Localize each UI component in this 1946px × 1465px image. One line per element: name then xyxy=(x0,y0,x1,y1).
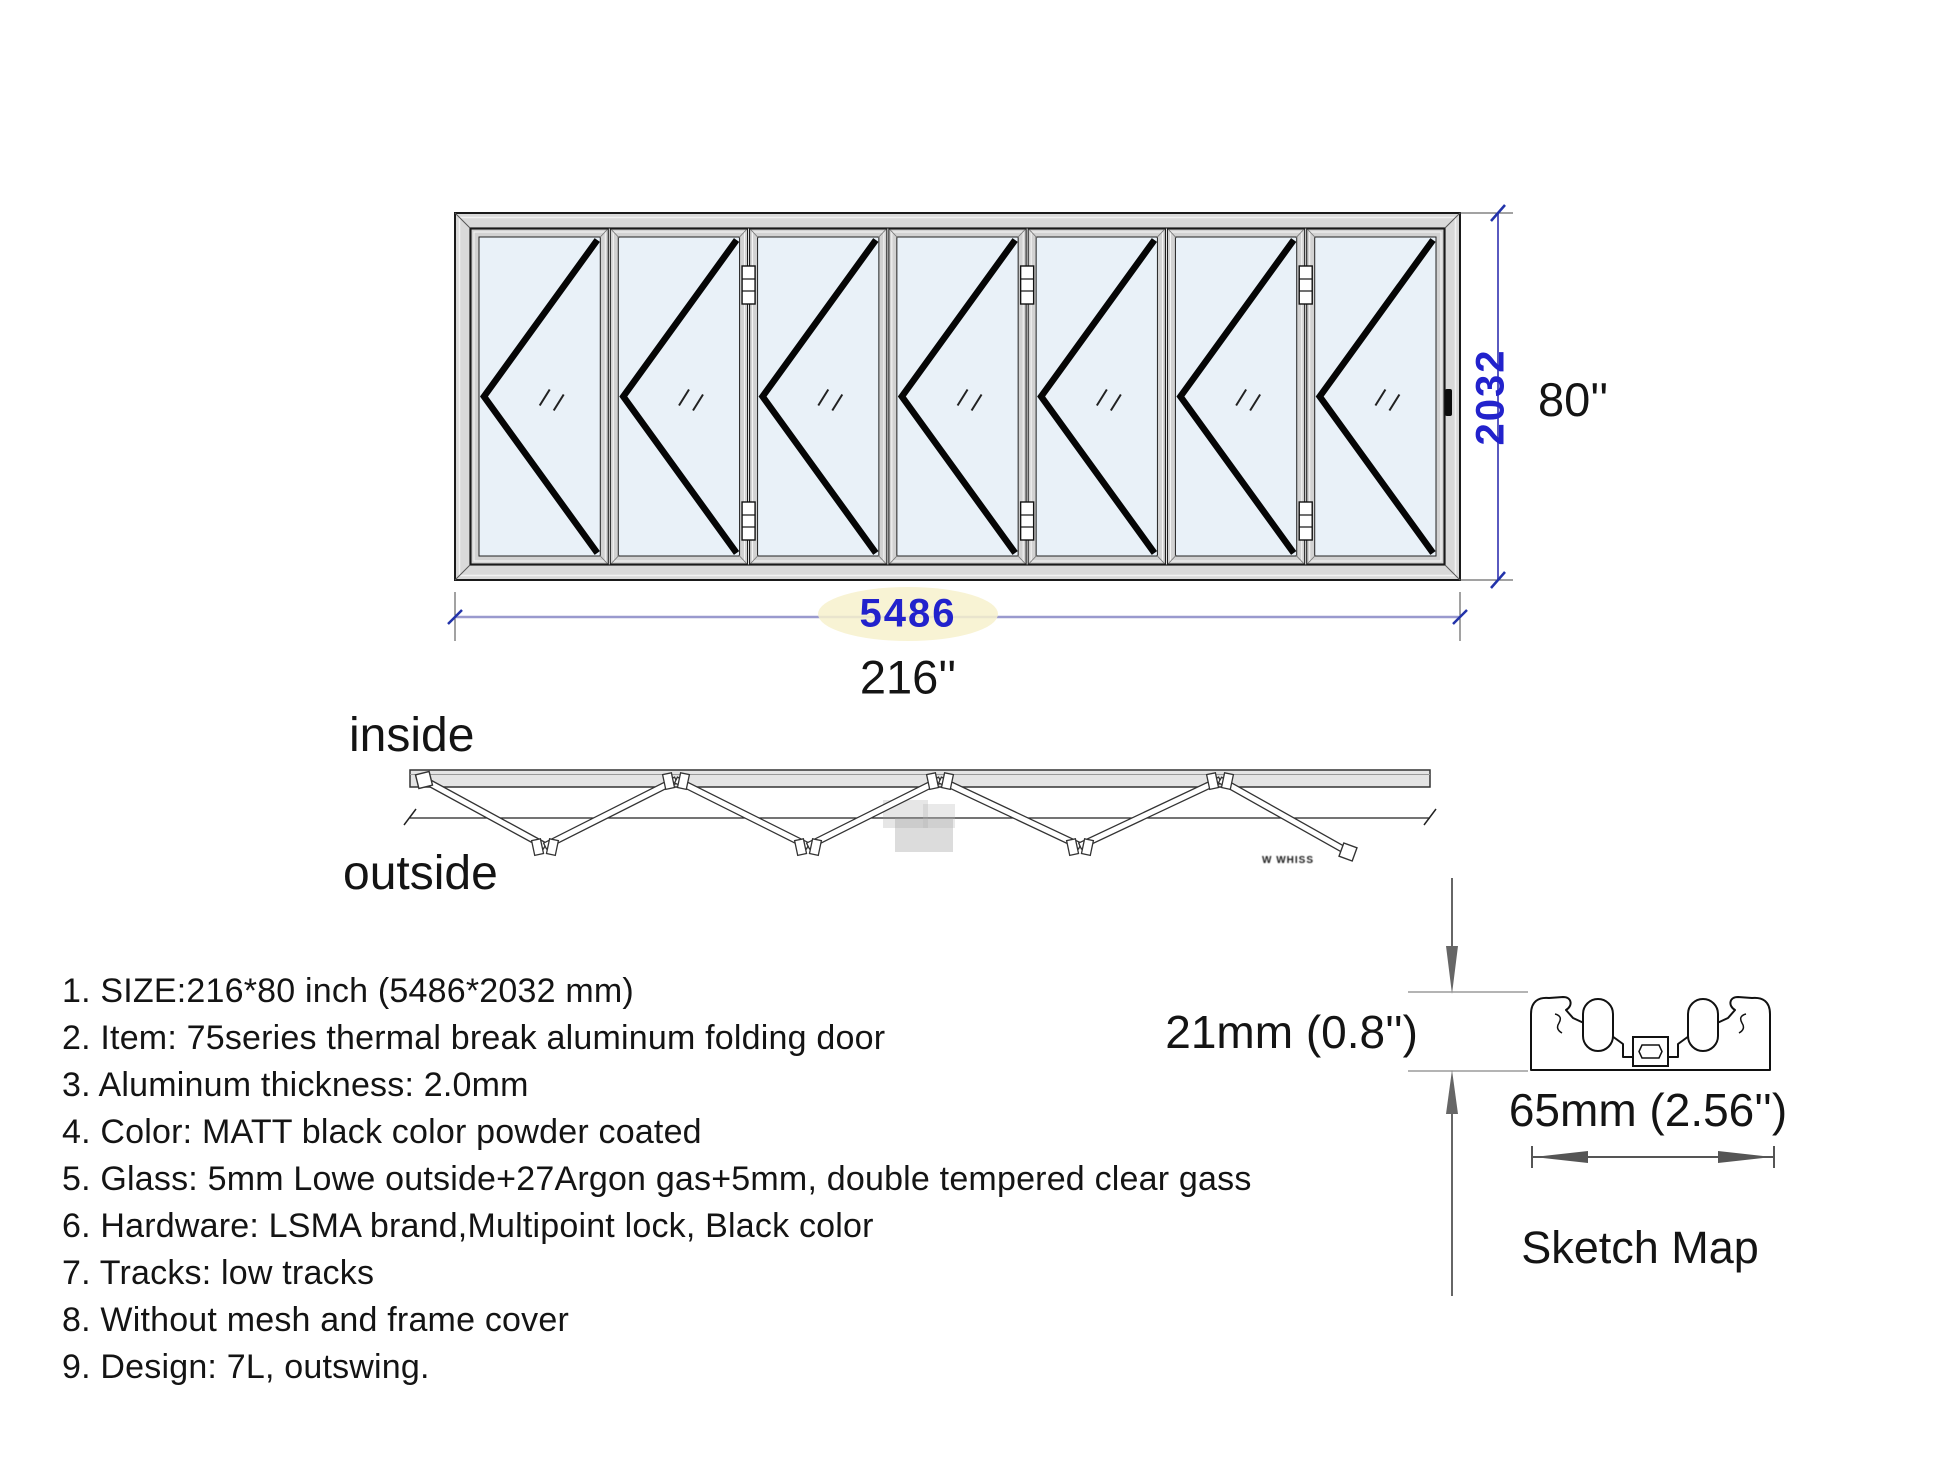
door-handle xyxy=(1445,389,1452,416)
spec-item: 5. Glass: 5mm Lowe outside+27Argon gas+5… xyxy=(62,1160,1252,1198)
folded-panel xyxy=(542,776,679,850)
spec-item: 9. Design: 7L, outswing. xyxy=(62,1348,430,1386)
spec-item: 8. Without mesh and frame cover xyxy=(62,1301,569,1339)
glass-mark-icon xyxy=(970,393,983,412)
spec-item: 3. Aluminum thickness: 2.0mm xyxy=(62,1066,529,1104)
glass-pane xyxy=(1314,236,1437,557)
inside-label: inside xyxy=(349,709,475,762)
spec-item: 1. SIZE:216*80 inch (5486*2032 mm) xyxy=(62,972,634,1010)
roller-icon xyxy=(1582,998,1614,1052)
glass-pane xyxy=(757,236,880,557)
track-profile-drawing xyxy=(1530,996,1771,1071)
right-arrow-icon xyxy=(1718,1151,1772,1163)
left-arrow-icon xyxy=(1534,1151,1588,1163)
swing-direction-chevron xyxy=(1037,238,1158,555)
height-dimension-mm: 2032 xyxy=(1468,348,1513,446)
glass-mark-icon xyxy=(1388,393,1401,412)
track-height-dimension: 21mm (0.8'') xyxy=(1165,1006,1418,1058)
height-dimension-inch: 80'' xyxy=(1538,373,1609,426)
panel-end-cap xyxy=(414,770,434,790)
hinge-icon xyxy=(741,265,756,305)
door-panel xyxy=(888,228,1027,565)
spec-item: 4. Color: MATT black color powder coated xyxy=(62,1113,702,1151)
folded-panel xyxy=(937,776,1083,850)
sketch-map xyxy=(1408,878,1775,1296)
hinge-icon xyxy=(1298,501,1313,541)
hinge-icon xyxy=(1298,265,1313,305)
glass-mark-icon xyxy=(1110,393,1122,412)
swing-direction-chevron xyxy=(758,238,879,555)
watermark-blob-icon xyxy=(883,800,955,852)
glass-mark-icon xyxy=(817,388,830,407)
glass-mark-icon xyxy=(538,388,551,407)
up-arrow-icon xyxy=(1446,1070,1458,1114)
sketch-map-caption: Sketch Map xyxy=(1521,1222,1759,1273)
width-dimension xyxy=(447,587,1468,641)
glass-mark-icon xyxy=(692,393,704,412)
folded-panel xyxy=(1077,776,1223,850)
glass-mark-icon xyxy=(1374,388,1387,407)
glass-pane xyxy=(478,236,601,557)
fold-hinge-icon xyxy=(1205,772,1235,791)
glass-pane xyxy=(1035,236,1158,557)
roller-icon xyxy=(1687,998,1719,1052)
swing-direction-chevron xyxy=(619,238,740,555)
hinge-icon xyxy=(741,501,756,541)
glass-mark-icon xyxy=(956,388,969,407)
width-dimension-inch: 216'' xyxy=(859,650,957,704)
glass-mark-icon xyxy=(678,388,690,407)
swing-direction-chevron xyxy=(1176,238,1297,555)
folded-panel xyxy=(1217,776,1351,856)
fold-hinge-icon xyxy=(661,772,691,791)
folding-plan-view xyxy=(403,769,1437,862)
door-panel xyxy=(1306,228,1445,565)
outside-label: outside xyxy=(343,847,498,900)
fold-hinge-icon xyxy=(793,838,823,857)
folded-panel xyxy=(673,776,811,850)
watermark-text: W WHISS xyxy=(1262,855,1314,866)
glass-mark-icon xyxy=(831,393,844,412)
spec-item: 7. Tracks: low tracks xyxy=(62,1254,375,1292)
folded-panel xyxy=(421,776,548,850)
door-panel xyxy=(609,228,749,565)
glass-pane xyxy=(617,236,741,557)
height-dimension xyxy=(1460,204,1513,589)
highlight-halo xyxy=(818,587,998,641)
door-panel xyxy=(1166,228,1306,565)
spec-list: 1. SIZE:216*80 inch (5486*2032 mm) 2. Ite… xyxy=(62,968,1252,1391)
fold-hinge-icon xyxy=(925,772,955,791)
track-bar xyxy=(409,769,1431,788)
glass-pane xyxy=(1174,236,1298,557)
track-width-dimension: 65mm (2.56'') xyxy=(1508,1084,1788,1136)
panel-end-cap xyxy=(1338,842,1358,862)
spec-item: 2. Item: 75series thermal break aluminum… xyxy=(62,1019,886,1057)
glass-mark-icon xyxy=(1096,388,1108,407)
swing-direction-chevron xyxy=(479,238,600,555)
fold-hinge-icon xyxy=(530,838,560,857)
glass-mark-icon xyxy=(552,393,565,412)
door-panel xyxy=(749,228,888,565)
swing-direction-chevron xyxy=(897,238,1018,555)
glass-mark-icon xyxy=(1235,388,1247,407)
swing-direction-chevron xyxy=(1315,238,1436,555)
door-elevation-drawing xyxy=(454,212,1461,581)
hinge-icon xyxy=(1019,501,1035,541)
glass-pane xyxy=(896,236,1019,557)
door-panel xyxy=(1027,228,1166,565)
hinge-icon xyxy=(1019,265,1035,305)
width-dimension-mm: 5486 xyxy=(859,591,957,636)
glass-mark-icon xyxy=(1249,393,1261,412)
door-panel xyxy=(470,228,609,565)
down-arrow-icon xyxy=(1446,946,1458,994)
fold-hinge-icon xyxy=(1065,838,1095,857)
spec-item: 6. Hardware: LSMA brand,Multipoint lock,… xyxy=(62,1207,874,1245)
